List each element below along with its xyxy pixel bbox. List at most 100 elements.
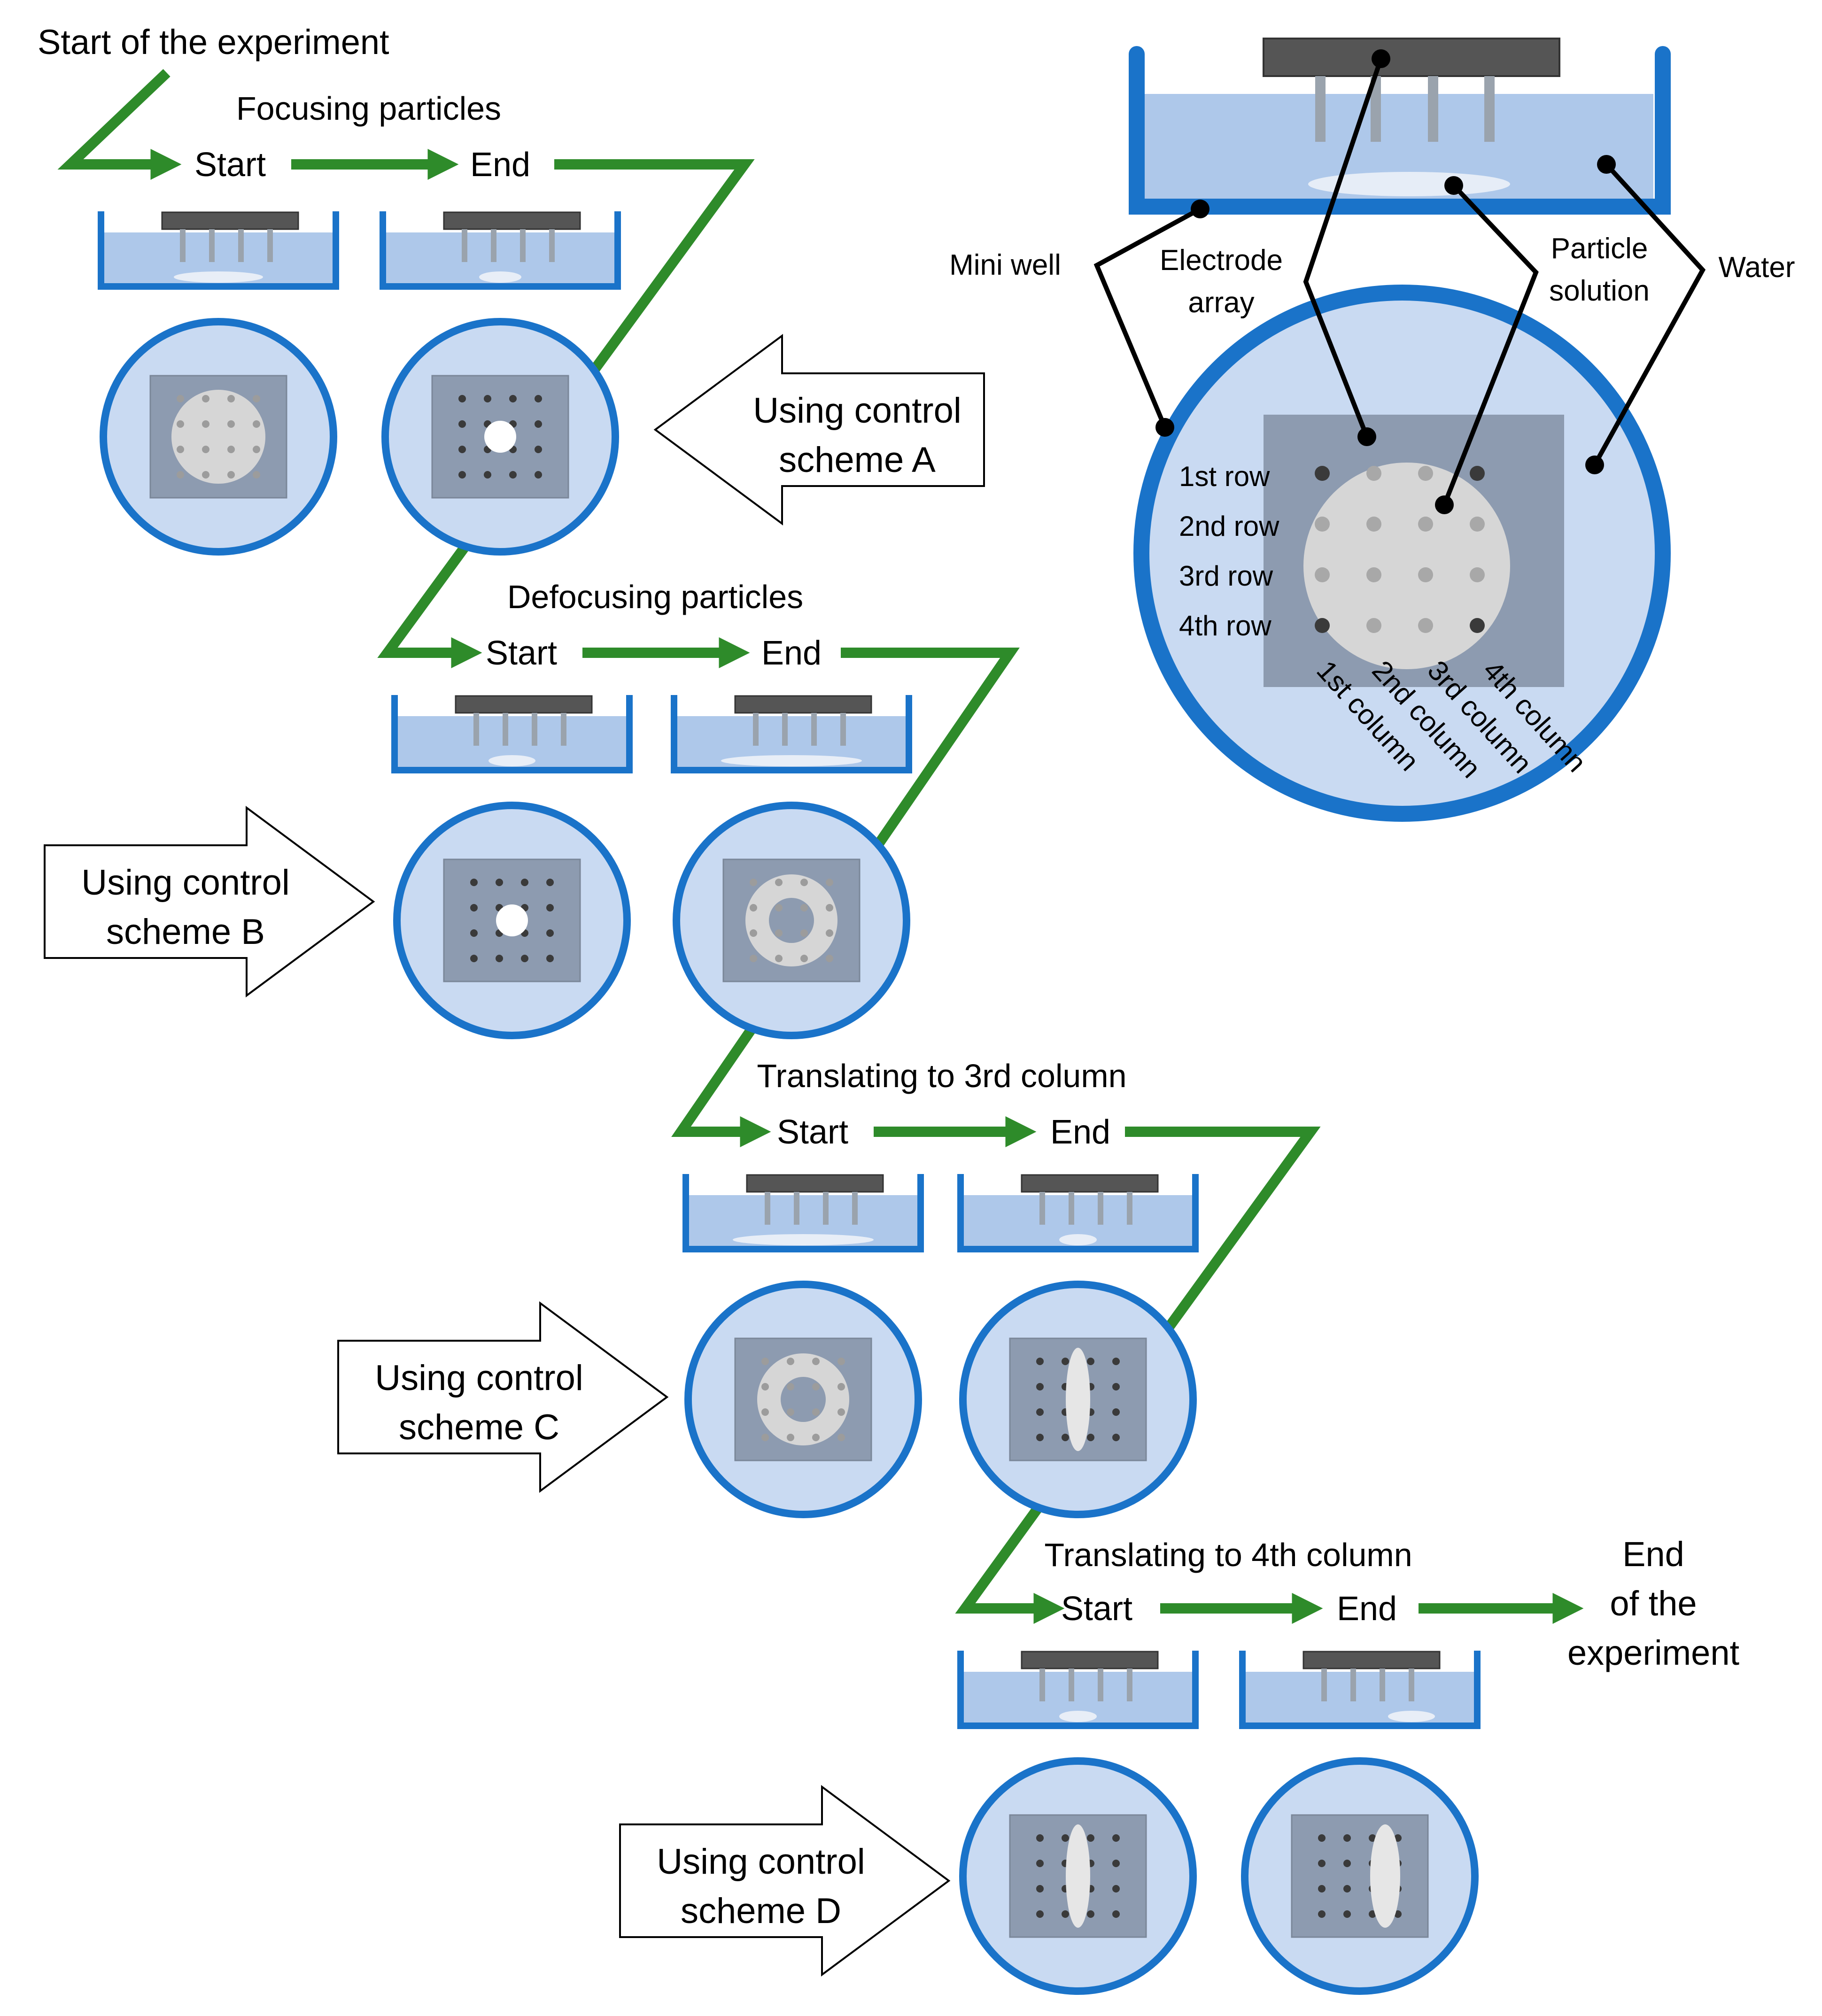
electrode-dot [177, 471, 184, 479]
experiment-start-label: Start of the experiment [38, 23, 389, 62]
electrode-pin [765, 1192, 770, 1225]
legend-electrode-array-label-line1: Electrode [1160, 244, 1283, 277]
electrode-dot [750, 955, 757, 962]
electrode-dot [177, 420, 184, 428]
legend-leader-dot [1444, 176, 1463, 195]
electrode-dot [1062, 1834, 1069, 1842]
electrode-dot [1036, 1434, 1044, 1441]
mini-well-wall [1239, 1651, 1481, 1729]
electrode-bar [1021, 1174, 1159, 1193]
mini-well-wall [380, 211, 621, 290]
well-2-top-view [381, 318, 619, 556]
well-3-top-view [393, 802, 631, 1039]
legend-electrode-dot [1366, 517, 1381, 532]
legend-electrode-pin [1371, 76, 1381, 142]
callout-arrow-shape [44, 806, 375, 997]
callout-text-line1: Using control [375, 1358, 583, 1398]
electrode-dot [1343, 1910, 1351, 1918]
electrode-dot [812, 1408, 820, 1416]
electrode-dot [202, 471, 209, 479]
electrode-dot [227, 395, 235, 402]
particle-column [1066, 1348, 1090, 1451]
electrode-dot [535, 395, 542, 402]
electrode-pin [520, 229, 526, 262]
electrode-dot [458, 471, 466, 479]
electrode-dot [1036, 1358, 1044, 1365]
electrode-dot [227, 471, 235, 479]
well-3-side-view [391, 695, 633, 773]
electrode-dot [1318, 1860, 1326, 1867]
electrode-dot [1062, 1910, 1069, 1918]
electrode-pin [782, 713, 788, 746]
particle-cloud [171, 390, 265, 484]
experiment-end-line2: of the [1610, 1584, 1697, 1623]
ring-hole [769, 898, 814, 943]
electrode-pin [1069, 1192, 1074, 1225]
electrode-dot [1112, 1834, 1120, 1842]
electrode-dot [1112, 1434, 1120, 1441]
electrode-dot [1112, 1910, 1120, 1918]
legend-electrode-pin [1315, 76, 1326, 142]
legend-leader-line [1592, 162, 1706, 466]
electrode-pin [462, 229, 467, 262]
callout-arrow-shape [337, 1301, 669, 1493]
particle-drop [1059, 1234, 1097, 1245]
electrode-dot [1112, 1408, 1120, 1416]
electrode-dot [826, 929, 833, 937]
electrode-bar [1021, 1651, 1159, 1669]
flow-start-arrow [57, 69, 182, 180]
water-fill [1242, 1672, 1477, 1726]
electrode-pin [1069, 1668, 1074, 1701]
legend-leader-dot [1191, 200, 1209, 218]
electrode-dot [1036, 1383, 1044, 1390]
experiment-end-line1: End [1622, 1535, 1684, 1574]
electrode-dot [521, 879, 528, 886]
electrode-dot [1112, 1885, 1120, 1892]
well-7-side-view [957, 1651, 1199, 1729]
electrode-dot [470, 904, 478, 911]
electrode-dot [470, 929, 478, 937]
electrode-dot [496, 879, 503, 886]
electrode-dot [546, 904, 554, 911]
stage3-end-label: End [1050, 1113, 1110, 1151]
electrode-pin [811, 713, 817, 746]
legend-row-label: 2nd row [1179, 510, 1279, 542]
legend-row-label: 3rd row [1179, 560, 1273, 592]
electrode-dot [1112, 1860, 1120, 1867]
electrode-dot [546, 929, 554, 937]
electrode-pin [561, 713, 566, 746]
stage2-start-label: Start [486, 634, 557, 672]
electrode-pin [1127, 1192, 1132, 1225]
particle-drop [733, 1234, 874, 1245]
electrode-dot [458, 446, 466, 453]
electrode-pin [1039, 1192, 1045, 1225]
electrode-dot [227, 420, 235, 428]
legend-leader-dot [1435, 495, 1454, 514]
electrode-dot [761, 1383, 769, 1390]
electrode-dot [1343, 1834, 1351, 1842]
legend-electrode-dot [1418, 567, 1433, 582]
electrode-dot [787, 1408, 794, 1416]
particle-column [1370, 1824, 1400, 1928]
electrode-dot [1036, 1860, 1044, 1867]
electrode-dot [1369, 1910, 1376, 1918]
legend-leader-dot [1155, 418, 1174, 437]
electrode-dot [227, 446, 235, 453]
particle-drop [488, 755, 535, 766]
legend-electrode-dot [1315, 567, 1330, 582]
electrode-bar [455, 695, 593, 714]
legend-electrode-dot [1470, 618, 1485, 633]
legend-electrode-dot [1418, 517, 1433, 532]
legend-mini-well-wall [1129, 46, 1671, 215]
electrode-dot [458, 395, 466, 402]
stage4-start-label: Start [1061, 1590, 1132, 1628]
electrode-pin [1098, 1668, 1103, 1701]
electrode-pin [1098, 1192, 1103, 1225]
electrode-dot [787, 1358, 794, 1365]
legend-electrode-dot [1470, 567, 1485, 582]
electrode-dot [521, 955, 528, 962]
legend-electrode-dot [1366, 567, 1381, 582]
particle-drop [1388, 1711, 1435, 1722]
well-6-side-view [957, 1174, 1199, 1252]
